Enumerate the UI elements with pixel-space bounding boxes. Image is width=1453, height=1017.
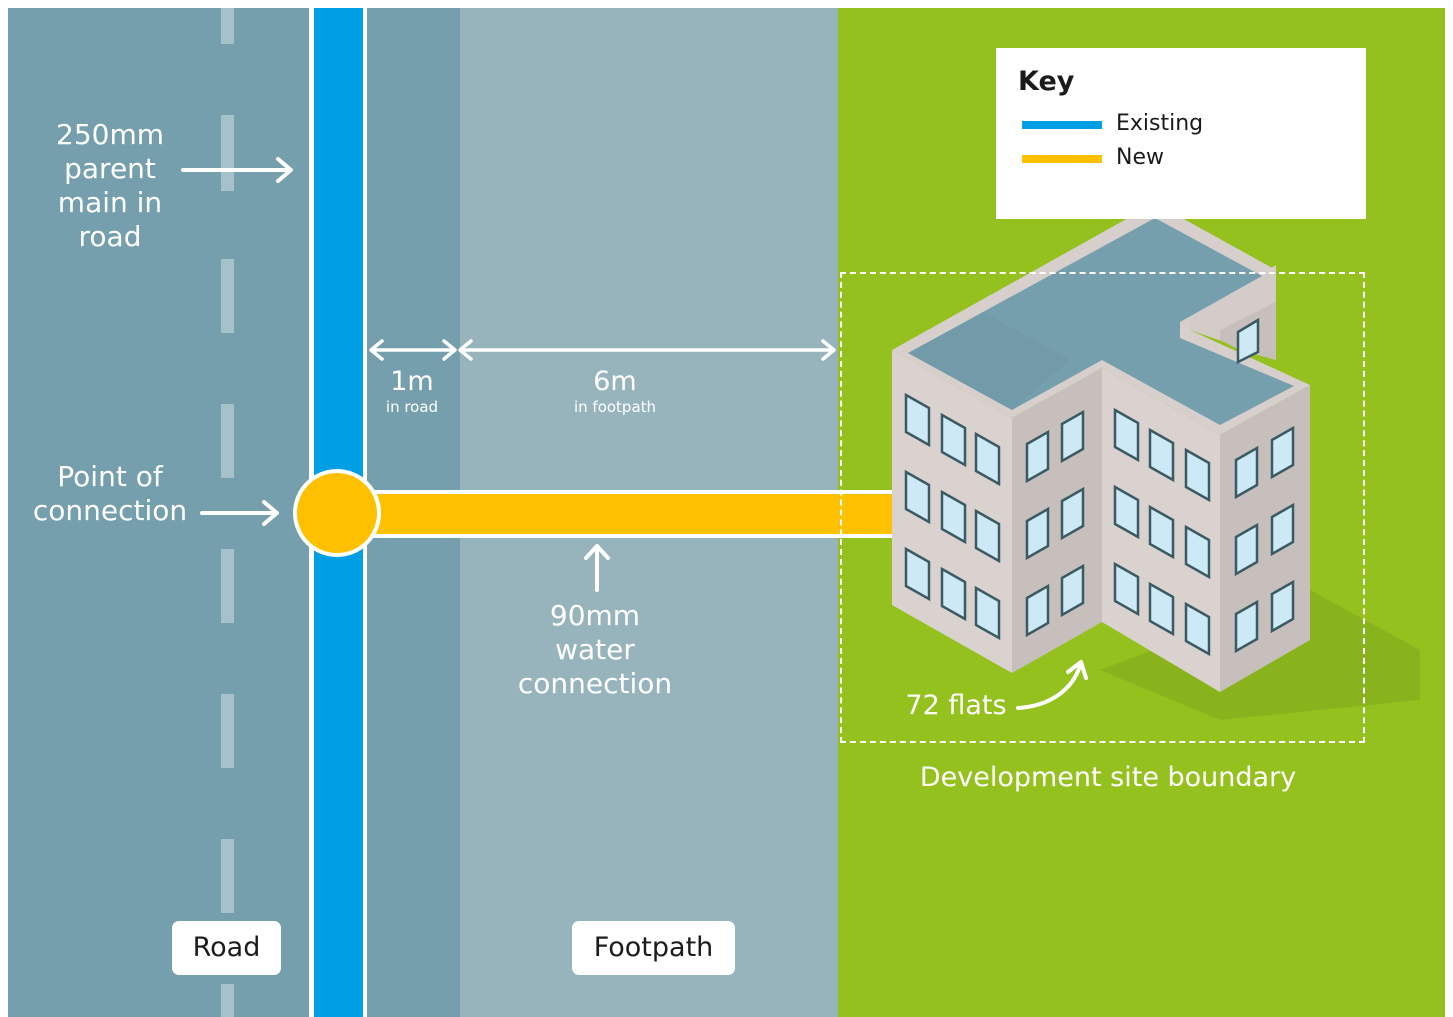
footpath-dimension-note: in footpath [573, 398, 657, 416]
dimension-arrow-6m [458, 339, 836, 361]
key-title: Key [1018, 66, 1075, 97]
point-of-connection-label: Point of connection [20, 460, 200, 528]
road-dimension-value: 1m [390, 366, 434, 397]
water-connection-label: 90mm water connection [505, 599, 685, 701]
parent-main-label: 250mm parent main in road [30, 118, 190, 254]
flats-label: 72 flats [905, 690, 1007, 721]
point-of-connection-arrow [200, 500, 279, 526]
footpath-tag: Footpath [572, 921, 735, 975]
road-dimension-note: in road [385, 398, 439, 416]
flats-arrow [1016, 660, 1088, 710]
new-connection-pipe [340, 494, 900, 534]
parent-main-arrow [181, 157, 293, 183]
key-label-existing: Existing [1116, 111, 1204, 136]
road-tag: Road [172, 921, 281, 975]
development-site-boundary [840, 272, 1365, 743]
site-boundary-label: Development site boundary [919, 762, 1297, 793]
point-of-connection-line-1: Point of [57, 460, 163, 493]
water-connection-arrow [584, 544, 610, 592]
key-swatch-existing [1022, 121, 1102, 129]
point-of-connection-line-2: connection [32, 494, 188, 527]
footpath-dimension-value: 6m [593, 366, 637, 397]
point-of-connection-node [297, 473, 377, 553]
key-legend: Key Existing New [996, 48, 1366, 219]
parent-main-line-3: main in [57, 186, 163, 219]
water-connection-line-3: connection [517, 667, 673, 700]
parent-main-line-1: 250mm [56, 118, 164, 151]
water-connection-line-2: water [555, 633, 635, 666]
water-connection-line-1: 90mm [549, 599, 641, 632]
key-label-new: New [1116, 145, 1164, 170]
dimension-arrow-1m [369, 339, 457, 361]
parent-main-line-2: parent [64, 152, 156, 185]
parent-main-line-4: road [78, 220, 142, 253]
key-swatch-new [1022, 155, 1102, 163]
building-illustration [892, 203, 1310, 692]
